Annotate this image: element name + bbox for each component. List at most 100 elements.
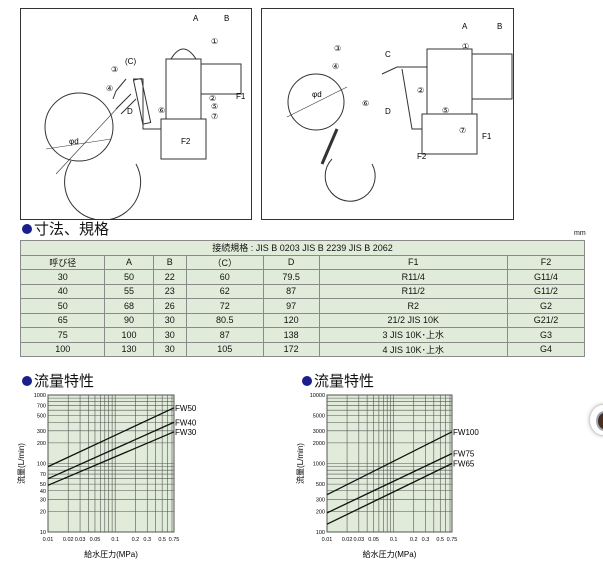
table-cell: 30 <box>152 312 187 328</box>
y-tick-label: 10000 <box>310 393 325 399</box>
svg-text:④: ④ <box>332 62 339 71</box>
series-line-fw100 <box>326 431 453 496</box>
series-label: FW65 <box>453 460 475 469</box>
table-cell: 50 <box>19 298 106 314</box>
table-cell: 130 <box>104 341 154 357</box>
table-cell: 23 <box>152 283 187 299</box>
y-tick-label: 30 <box>40 497 46 503</box>
y-tick-label: 200 <box>37 441 46 447</box>
x-tick-label: 0.5 <box>158 537 166 543</box>
svg-text:④: ④ <box>106 84 113 93</box>
table-cell: 87 <box>185 327 264 343</box>
x-tick-label: 0.75 <box>447 537 458 543</box>
x-tick-label: 0.3 <box>143 537 151 543</box>
y-tick-label: 1000 <box>313 462 325 468</box>
table-cell: G2 <box>506 298 586 314</box>
table-cell: 100 <box>19 341 106 357</box>
table-cell: F1 <box>318 254 508 270</box>
series-label: FW75 <box>453 449 475 458</box>
svg-text:C: C <box>385 50 391 59</box>
bullet-icon <box>302 375 312 386</box>
x-tick-label: 0.2 <box>410 537 418 543</box>
svg-text:③: ③ <box>111 65 118 74</box>
table-cell: 30 <box>152 327 187 343</box>
table-cell: 68 <box>104 298 154 314</box>
svg-text:⑤: ⑤ <box>442 106 449 115</box>
flow-section-title-1: 流量特性 <box>22 370 94 391</box>
table-cell: 30 <box>152 341 187 357</box>
table-cell: 21/2 JIS 10K <box>318 312 508 328</box>
x-tick-label: 0.05 <box>368 537 379 543</box>
series-label: FW30 <box>175 428 197 437</box>
x-tick-label: 0.02 <box>342 537 353 543</box>
svg-text:①: ① <box>462 42 469 51</box>
y-tick-label: 100 <box>316 530 325 536</box>
table-cell: 72 <box>185 298 264 314</box>
table-cell: 100 <box>104 327 154 343</box>
table-cell: G21/2 <box>506 312 586 328</box>
series-line-fw65 <box>326 462 453 525</box>
svg-text:A: A <box>193 14 199 23</box>
table-cell: 22 <box>152 269 187 285</box>
svg-text:⑦: ⑦ <box>459 126 466 135</box>
svg-text:⑤: ⑤ <box>211 102 218 111</box>
table-cell: 26 <box>152 298 187 314</box>
y-tick-label: 500 <box>37 414 46 420</box>
table-cell: 65 <box>19 312 106 328</box>
table-cell: 138 <box>262 327 320 343</box>
x-tick-label: 0.03 <box>75 537 86 543</box>
table-cell: 4 JIS 10K･上水 <box>318 341 508 357</box>
y-tick-label: 2000 <box>313 441 325 447</box>
svg-text:φd: φd <box>312 90 322 99</box>
table-cell: G3 <box>506 327 586 343</box>
svg-text:D: D <box>385 107 391 116</box>
y-tick-label: 500 <box>316 482 325 488</box>
x-tick-label: 0.2 <box>132 537 140 543</box>
section-heading: 寸法、規格 <box>34 221 110 238</box>
y-tick-label: 5000 <box>313 414 325 420</box>
svg-text:②: ② <box>209 94 216 103</box>
table-cell: 30 <box>19 269 106 285</box>
x-tick-label: 0.01 <box>43 537 54 543</box>
bullet-icon <box>22 375 32 386</box>
table-cell: R11/4 <box>318 269 508 285</box>
table-cell: 80.5 <box>185 312 264 328</box>
x-tick-label: 0.3 <box>422 537 430 543</box>
table-cell: R2 <box>318 298 508 314</box>
y-tick-label: 100 <box>37 462 46 468</box>
y-tick-label: 200 <box>316 509 325 515</box>
x-axis-label: 給水圧力(MPa) <box>84 549 138 559</box>
series-label: FW50 <box>175 404 197 413</box>
bullet-icon <box>22 223 32 234</box>
svg-text:D: D <box>127 107 133 116</box>
table-cell: 60 <box>185 269 264 285</box>
x-tick-label: 0.75 <box>169 537 180 543</box>
series-line-fw30 <box>47 431 175 486</box>
svg-text:F2: F2 <box>417 152 427 161</box>
svg-text:⑥: ⑥ <box>158 106 165 115</box>
series-line-fw75 <box>326 452 453 514</box>
table-cell: （C） <box>185 254 264 270</box>
table-cell: 75 <box>19 327 106 343</box>
table-cell: 呼び径 <box>19 254 106 270</box>
table-cell: 40 <box>19 283 106 299</box>
table-cell: G11/2 <box>506 283 586 299</box>
svg-text:⑥: ⑥ <box>362 99 369 108</box>
series-line-fw40 <box>47 421 175 480</box>
table-cell: G4 <box>506 341 586 357</box>
svg-text:F2: F2 <box>181 137 191 146</box>
y-tick-label: 1000 <box>34 393 46 399</box>
spec-table: 接続規格 : JIS B 0203 JIS B 2239 JIS B 2062 … <box>19 240 586 357</box>
flow-section-title-2: 流量特性 <box>302 370 374 391</box>
table-cell: B <box>152 254 187 270</box>
x-tick-label: 0.05 <box>90 537 101 543</box>
chat-avatar-button[interactable] <box>590 405 603 435</box>
table-cell: 55 <box>104 283 154 299</box>
x-tick-label: 0.03 <box>353 537 364 543</box>
